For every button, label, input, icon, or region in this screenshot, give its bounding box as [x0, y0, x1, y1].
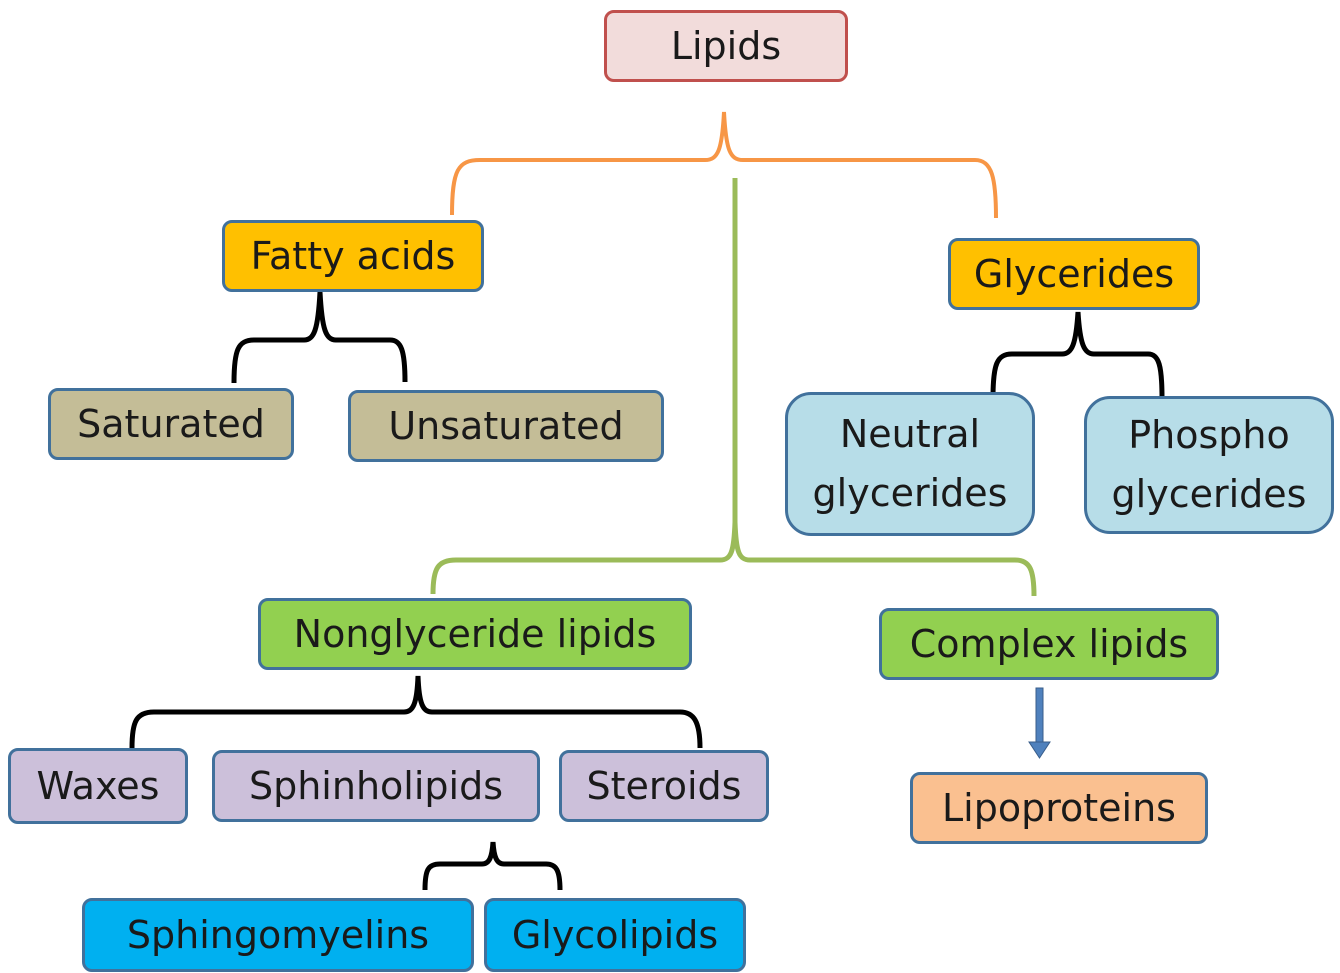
node-sphingomyelins-label: Sphingomyelins	[126, 912, 430, 957]
node-neutral-glycerides: Neutral glycerides	[785, 392, 1035, 536]
brace-fatty-acids	[231, 291, 408, 384]
node-phospho-glycerides: Phospho glycerides	[1084, 396, 1334, 534]
brace-lipids-primary	[450, 111, 998, 219]
node-sphinholipids: Sphinholipids	[212, 750, 540, 822]
node-glycerides: Glycerides	[948, 238, 1200, 310]
node-sphinholipids-label: Sphinholipids	[248, 763, 503, 808]
node-unsaturated: Unsaturated	[348, 390, 664, 462]
arrow-shaft	[1035, 687, 1044, 745]
node-neutral-glycerides-label: Neutral glycerides	[812, 412, 1008, 515]
node-lipoproteins: Lipoproteins	[910, 772, 1208, 844]
node-steroids-label: Steroids	[586, 763, 742, 808]
node-phospho-glycerides-label: Phospho glycerides	[1111, 413, 1307, 516]
node-sphingomyelins: Sphingomyelins	[82, 898, 474, 972]
node-waxes-label: Waxes	[36, 763, 160, 808]
node-glycolipids-label: Glycolipids	[511, 912, 719, 957]
node-steroids: Steroids	[559, 750, 769, 822]
node-complex-lipids: Complex lipids	[879, 608, 1219, 680]
node-fatty-acids: Fatty acids	[222, 220, 484, 292]
node-unsaturated-label: Unsaturated	[388, 403, 624, 448]
node-nonglyceride-lipids-label: Nonglyceride lipids	[293, 611, 657, 656]
node-waxes: Waxes	[8, 748, 188, 824]
brace-nonglyceride	[129, 675, 703, 749]
arrow-head	[1028, 741, 1051, 759]
node-complex-lipids-label: Complex lipids	[909, 621, 1189, 666]
brace-glycerides	[990, 311, 1165, 399]
node-lipids: Lipids	[604, 10, 848, 82]
node-saturated-label: Saturated	[77, 401, 265, 446]
node-nonglyceride-lipids: Nonglyceride lipids	[258, 598, 692, 670]
brace-lipids-secondary	[430, 521, 1037, 597]
brace-sphinholipids	[422, 841, 563, 891]
node-lipoproteins-label: Lipoproteins	[942, 785, 1176, 830]
node-saturated: Saturated	[48, 388, 294, 460]
node-fatty-acids-label: Fatty acids	[250, 233, 456, 278]
node-glycerides-label: Glycerides	[973, 251, 1175, 296]
node-glycolipids: Glycolipids	[484, 898, 746, 972]
node-lipids-label: Lipids	[670, 23, 782, 68]
